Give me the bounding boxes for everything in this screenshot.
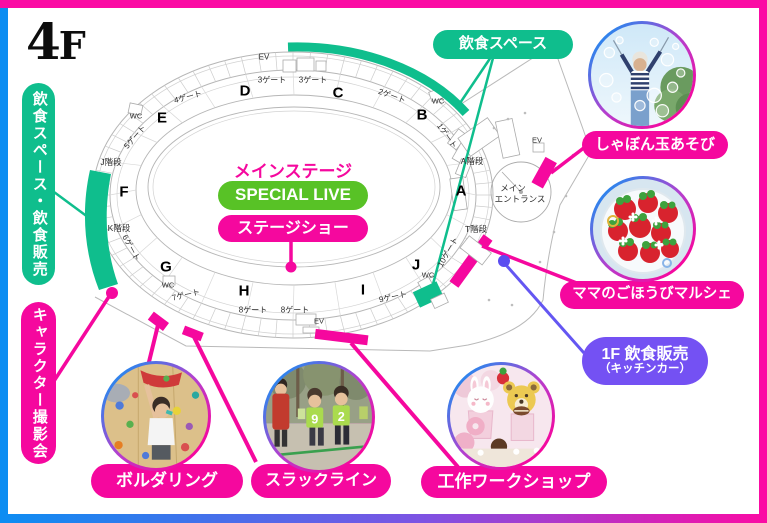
character-photo-pill: キャラクター撮影会	[21, 302, 56, 464]
stage-spot-dot	[285, 261, 297, 273]
stage-show-pill: ステージショー	[218, 215, 368, 242]
floor-number: 4	[26, 12, 61, 71]
frame-bottom	[0, 514, 767, 523]
bubble-play-photo	[588, 21, 696, 129]
bib-number-9: 9	[311, 411, 318, 426]
floor-letter: F	[58, 23, 86, 68]
floor-label: 4F	[26, 12, 86, 71]
t-stairs-structure	[459, 235, 492, 266]
food-space-sales-pill: 飲食スペース・飲食販売	[22, 83, 55, 285]
craft-workshop-photo-art	[450, 365, 552, 467]
craft-workshop-photo	[447, 362, 555, 470]
mama-marche-pill: ママのごほうびマルシェ	[560, 281, 744, 309]
frame-top	[0, 0, 767, 8]
bib-number-2: 2	[338, 409, 345, 424]
mama-marche-photo	[590, 176, 696, 282]
mama-marche-photo-art	[593, 179, 693, 279]
leader-lines	[52, 56, 593, 469]
slackline-photo-art: 9 2	[266, 364, 372, 470]
main-stage-title: メインステージ	[233, 162, 353, 181]
craft-workshop-pill: 工作ワークショップ	[421, 466, 607, 498]
bubble-play-pill: しゃぼん玉あそび	[582, 131, 728, 159]
food-space-areas	[84, 42, 470, 308]
special-live-pill: SPECIAL LIVE	[218, 181, 368, 210]
j-structure	[430, 292, 449, 310]
slackline-photo: 9 2	[263, 361, 375, 473]
food-space-pill: 飲食スペース	[433, 30, 573, 59]
frame-left	[0, 8, 8, 515]
character-spot-dot	[106, 287, 118, 299]
kitchen-car-pill: 1F 飲食販売 （キッチンカー）	[582, 337, 708, 385]
frame-right	[759, 8, 767, 515]
main-entrance-plaza	[487, 111, 575, 307]
bubble-play-photo-art	[591, 24, 693, 126]
kitchen-car-line2: （キッチンカー）	[599, 363, 691, 376]
bouldering-photo-art	[104, 364, 208, 468]
kitchen-car-spot-dot	[498, 255, 510, 267]
bouldering-photo	[101, 361, 211, 471]
kitchen-car-line1: 1F 飲食販売	[601, 345, 689, 363]
